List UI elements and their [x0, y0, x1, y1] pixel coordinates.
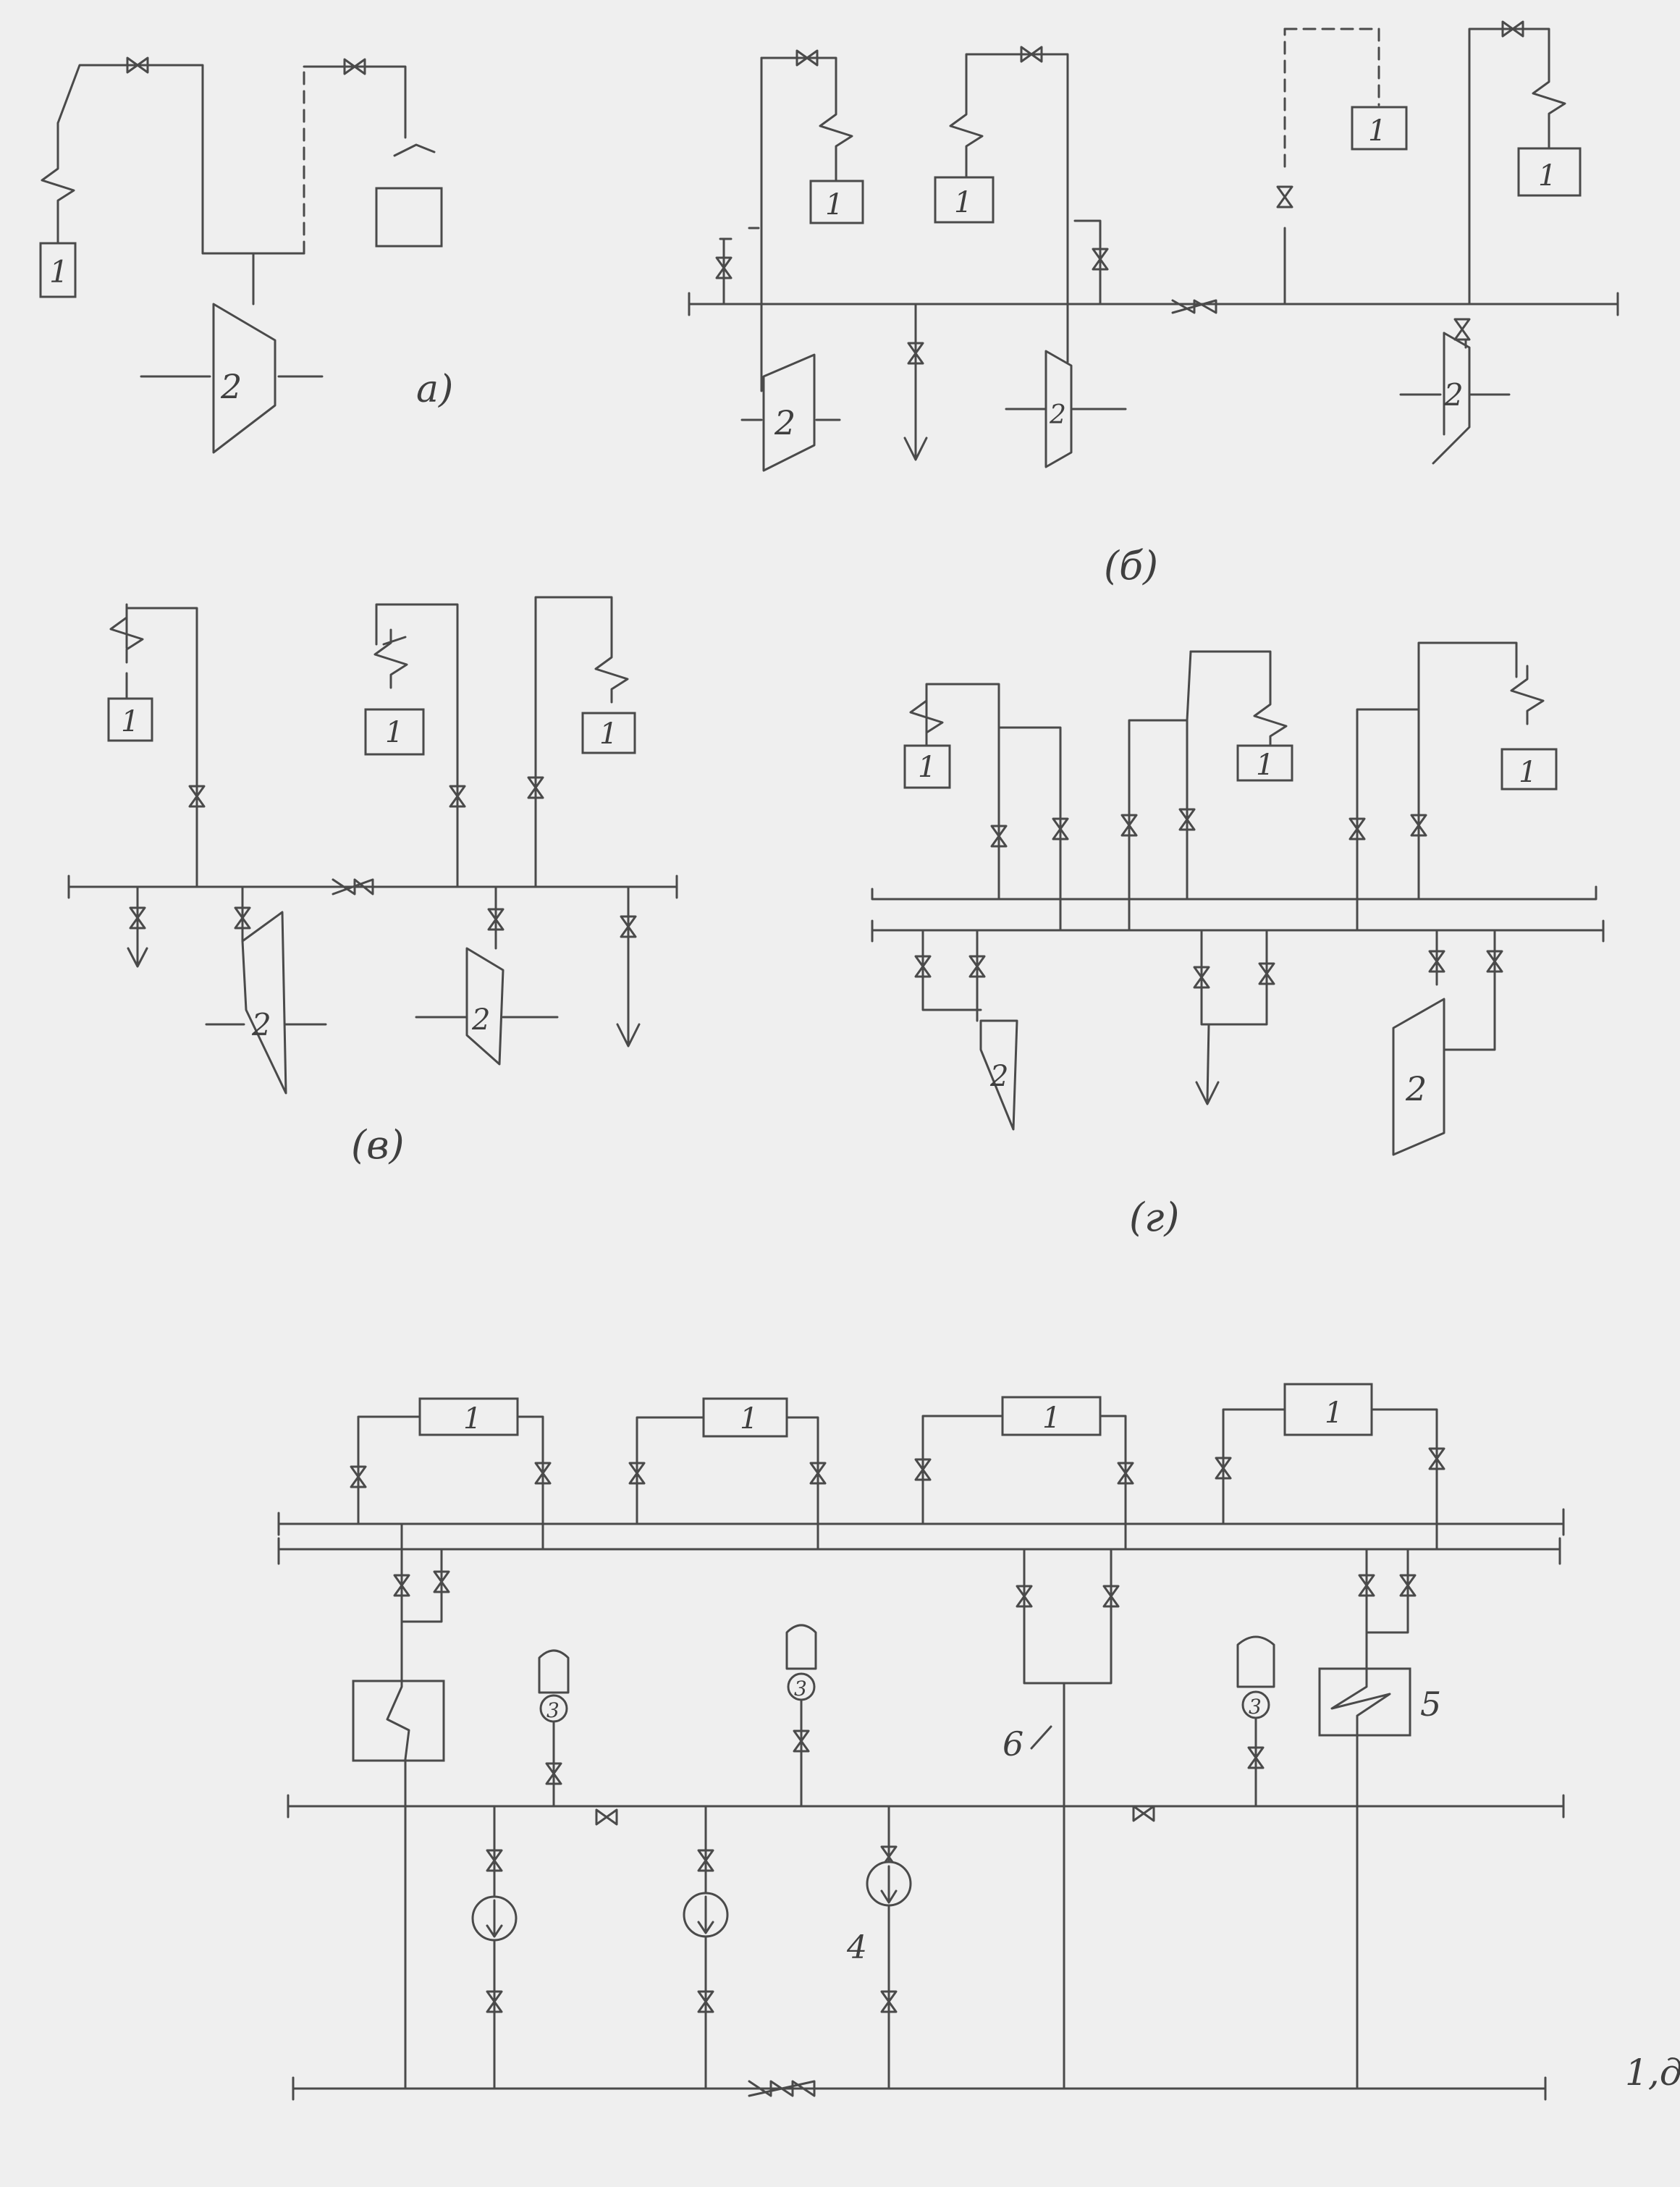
scheme-v-label: (в) — [351, 1122, 405, 1168]
scheme-g-label: (г) — [1129, 1194, 1179, 1240]
pump-2 — [683, 1805, 729, 2090]
boiler-unit-3: 1 — [914, 1396, 1134, 1551]
boiler-box-empty — [375, 187, 443, 248]
svg-text:1: 1 — [463, 1402, 481, 1436]
boiler-unit-1: 1 — [350, 1397, 552, 1551]
pump-3: 4 — [846, 1805, 912, 2090]
boiler-unit-4: 1 — [1215, 1383, 1445, 1551]
svg-text:2: 2 — [1405, 1069, 1427, 1108]
svg-text:1: 1 — [1538, 159, 1556, 193]
svg-text:1: 1 — [1368, 114, 1386, 148]
pump-1 — [471, 1805, 518, 2090]
scheme-a: 1 2 а) — [39, 56, 453, 454]
scheme-v: 1 2 1 1 2 (в) — [67, 596, 678, 1168]
pipe-6: 6 — [1002, 1548, 1120, 2090]
pipe-6-label: 6 — [1002, 1724, 1023, 1763]
deaerator-2: 3 — [785, 1624, 817, 1808]
svg-text:1: 1 — [121, 705, 139, 738]
boiler-box — [39, 242, 77, 298]
svg-text:1: 1 — [1519, 756, 1537, 789]
scheme-b-label: (б) — [1104, 543, 1158, 589]
boiler-number: 1 — [49, 254, 69, 290]
svg-text:2: 2 — [1443, 377, 1464, 413]
deaerator-3: 3 — [1236, 1635, 1275, 1808]
deaerator-1: 3 — [538, 1649, 570, 1808]
scheme-a-label: а) — [416, 368, 453, 411]
scheme-g: 1 1 1 2 2 (г) — [871, 641, 1605, 1240]
heater-left — [352, 1522, 450, 2090]
svg-text:2: 2 — [774, 403, 795, 442]
svg-text:3: 3 — [1249, 1695, 1262, 1719]
svg-text:1: 1 — [599, 717, 617, 751]
svg-text:1: 1 — [1042, 1402, 1060, 1435]
svg-text:1: 1 — [954, 186, 972, 219]
boiler-unit-2: 1 — [628, 1397, 827, 1551]
svg-text:2: 2 — [989, 1060, 1008, 1093]
svg-text:2: 2 — [1049, 400, 1066, 430]
heater-label: 5 — [1420, 1685, 1441, 1724]
svg-text:1: 1 — [1256, 749, 1274, 782]
svg-text:1: 1 — [740, 1402, 758, 1436]
svg-text:1: 1 — [918, 751, 936, 784]
pump-label: 4 — [846, 1929, 867, 1966]
svg-text:3: 3 — [794, 1677, 807, 1701]
svg-text:2: 2 — [471, 1003, 490, 1037]
svg-text:1: 1 — [385, 716, 403, 749]
scheme-d: 1 1 1 1 — [277, 1383, 1680, 2101]
turbine-number: 2 — [220, 367, 242, 406]
heater-right: 5 — [1318, 1548, 1441, 2090]
svg-text:3: 3 — [546, 1698, 560, 1722]
svg-text:2: 2 — [251, 1007, 271, 1042]
corner-mark: 1,д — [1625, 2052, 1680, 2094]
svg-text:1: 1 — [825, 188, 843, 222]
svg-text:1: 1 — [1325, 1396, 1343, 1430]
scheme-b: 1 2 1 2 1 — [688, 20, 1619, 589]
